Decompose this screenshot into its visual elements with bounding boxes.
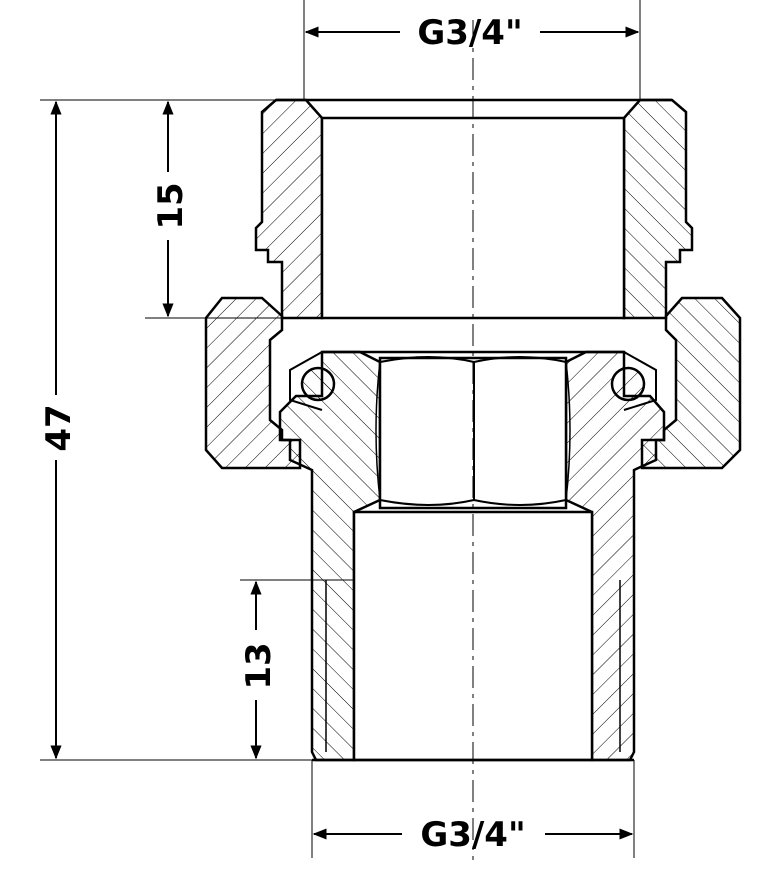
top-depth-dimension: 15 — [151, 182, 191, 229]
dimension-lines — [50, 26, 640, 840]
top-thread-dimension: G3/4" — [417, 13, 522, 53]
total-height-dimension: 47 — [39, 404, 79, 451]
upper-nipple-section — [254, 98, 694, 320]
o-ring-seals — [289, 350, 657, 411]
o-ring-left — [300, 366, 336, 402]
upper-nipple-right-wall — [622, 98, 694, 320]
bottom-depth-dimension: 13 — [239, 642, 279, 689]
upper-nipple-left-wall — [254, 98, 324, 320]
extension-lines — [40, 0, 641, 858]
bottom-thread-dimension: G3/4" — [420, 815, 525, 855]
o-ring-right — [610, 366, 646, 402]
union-nut-left — [204, 296, 302, 470]
